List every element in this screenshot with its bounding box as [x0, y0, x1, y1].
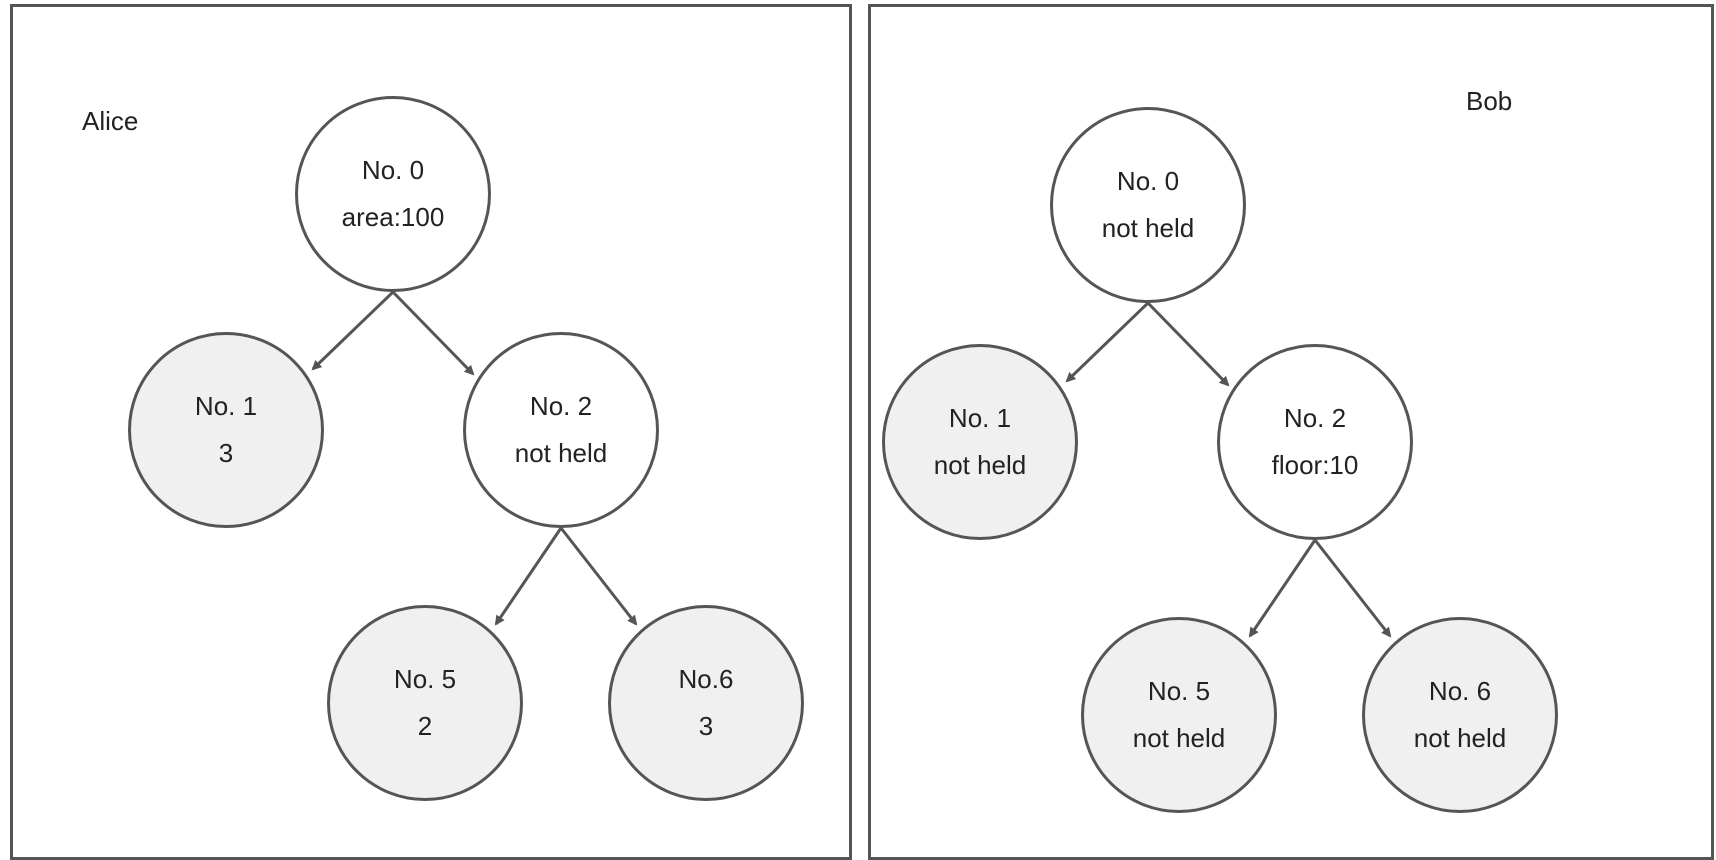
bob-node-6: No. 6 not held — [1362, 617, 1558, 813]
bob-node-0-value: not held — [1101, 213, 1195, 243]
bob-node-6-value: not held — [1413, 723, 1507, 753]
alice-node-2-name: No. 2 — [529, 391, 593, 421]
bob-node-6-name: No. 6 — [1428, 676, 1492, 706]
alice-owner-label: Alice — [82, 106, 139, 136]
alice-node-0: No. 0 area:100 — [295, 96, 491, 292]
alice-node-0-value: area:100 — [341, 202, 445, 232]
bob-node-5-name: No. 5 — [1147, 676, 1211, 706]
alice-node-2-value: not held — [514, 438, 608, 468]
alice-node-1-value: 3 — [218, 438, 234, 468]
alice-node-6: No.6 3 — [608, 605, 804, 801]
bob-node-0: No. 0 not held — [1050, 107, 1246, 303]
alice-node-6-value: 3 — [698, 711, 714, 741]
bob-node-1-value: not held — [933, 450, 1027, 480]
alice-node-1-name: No. 1 — [194, 391, 258, 421]
bob-node-1: No. 1 not held — [882, 344, 1078, 540]
bob-owner-label: Bob — [1466, 86, 1513, 116]
alice-node-2: No. 2 not held — [463, 332, 659, 528]
alice-node-0-name: No. 0 — [361, 155, 425, 185]
bob-node-5: No. 5 not held — [1081, 617, 1277, 813]
bob-node-0-name: No. 0 — [1116, 166, 1180, 196]
bob-node-2-name: No. 2 — [1283, 403, 1347, 433]
bob-node-5-value: not held — [1132, 723, 1226, 753]
bob-node-2: No. 2 floor:10 — [1217, 344, 1413, 540]
alice-node-6-name: No.6 — [678, 664, 734, 694]
bob-node-1-name: No. 1 — [948, 403, 1012, 433]
bob-node-2-value: floor:10 — [1271, 450, 1359, 480]
alice-node-5-value: 2 — [417, 711, 433, 741]
alice-node-5: No. 5 2 — [327, 605, 523, 801]
alice-node-1: No. 1 3 — [128, 332, 324, 528]
alice-node-5-name: No. 5 — [393, 664, 457, 694]
